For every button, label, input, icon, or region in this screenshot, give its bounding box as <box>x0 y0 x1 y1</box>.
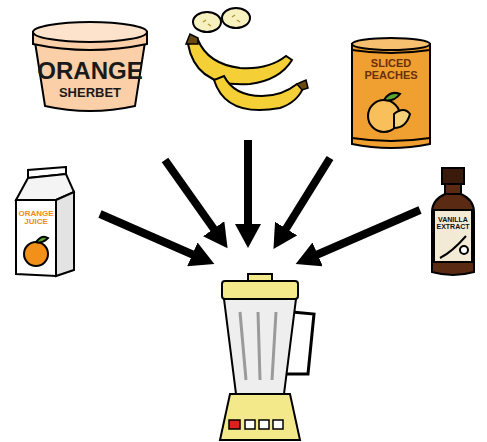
container-part <box>352 44 430 148</box>
container-part <box>384 93 400 101</box>
arrows <box>100 140 420 256</box>
container-part <box>460 246 468 254</box>
banana-stem <box>186 34 198 44</box>
container-part <box>33 22 147 42</box>
container-part <box>434 210 472 262</box>
juice-carton: ORANGE JUICE <box>12 166 78 278</box>
container-part <box>445 184 461 194</box>
banana <box>188 40 292 84</box>
container-part <box>16 200 56 276</box>
arrow <box>284 158 330 232</box>
sherbet-tub: ORANGE SHERBET <box>30 20 150 114</box>
container-part <box>56 192 74 276</box>
container-part <box>442 168 464 184</box>
container-part <box>432 194 474 275</box>
banana-slice <box>193 12 221 32</box>
blender-base <box>220 394 300 440</box>
blender <box>220 274 314 440</box>
container-part <box>36 237 48 243</box>
container-part <box>394 110 410 128</box>
container-outline <box>348 36 434 152</box>
blender-button <box>229 420 240 429</box>
arrow <box>100 214 196 256</box>
arrow <box>244 140 252 228</box>
product-label: SHERBET <box>32 86 148 100</box>
product-label: ORANGE <box>32 58 148 83</box>
vanilla-bottle: VANILLA EXTRACT <box>428 166 478 278</box>
product-label: SLICED PEACHES <box>354 58 428 81</box>
blender-button <box>245 420 255 429</box>
product-label: VANILLA EXTRACT <box>434 216 472 231</box>
container-part <box>352 38 430 50</box>
banana-stem <box>297 80 308 90</box>
banana-slice <box>222 8 250 28</box>
container-part <box>24 242 48 266</box>
blender-jar <box>224 299 296 394</box>
arrow <box>314 210 420 256</box>
banana <box>214 76 304 110</box>
blender-button <box>259 420 269 429</box>
bananas <box>186 8 308 110</box>
blender-lid <box>222 281 298 299</box>
arrow <box>165 160 216 232</box>
blender-highlight <box>240 312 276 380</box>
container-part <box>352 50 430 141</box>
peach-can: SLICED PEACHES <box>348 36 434 152</box>
banana-seeds <box>203 15 240 26</box>
blender-button <box>273 420 283 429</box>
product-label: ORANGE JUICE <box>16 210 56 227</box>
